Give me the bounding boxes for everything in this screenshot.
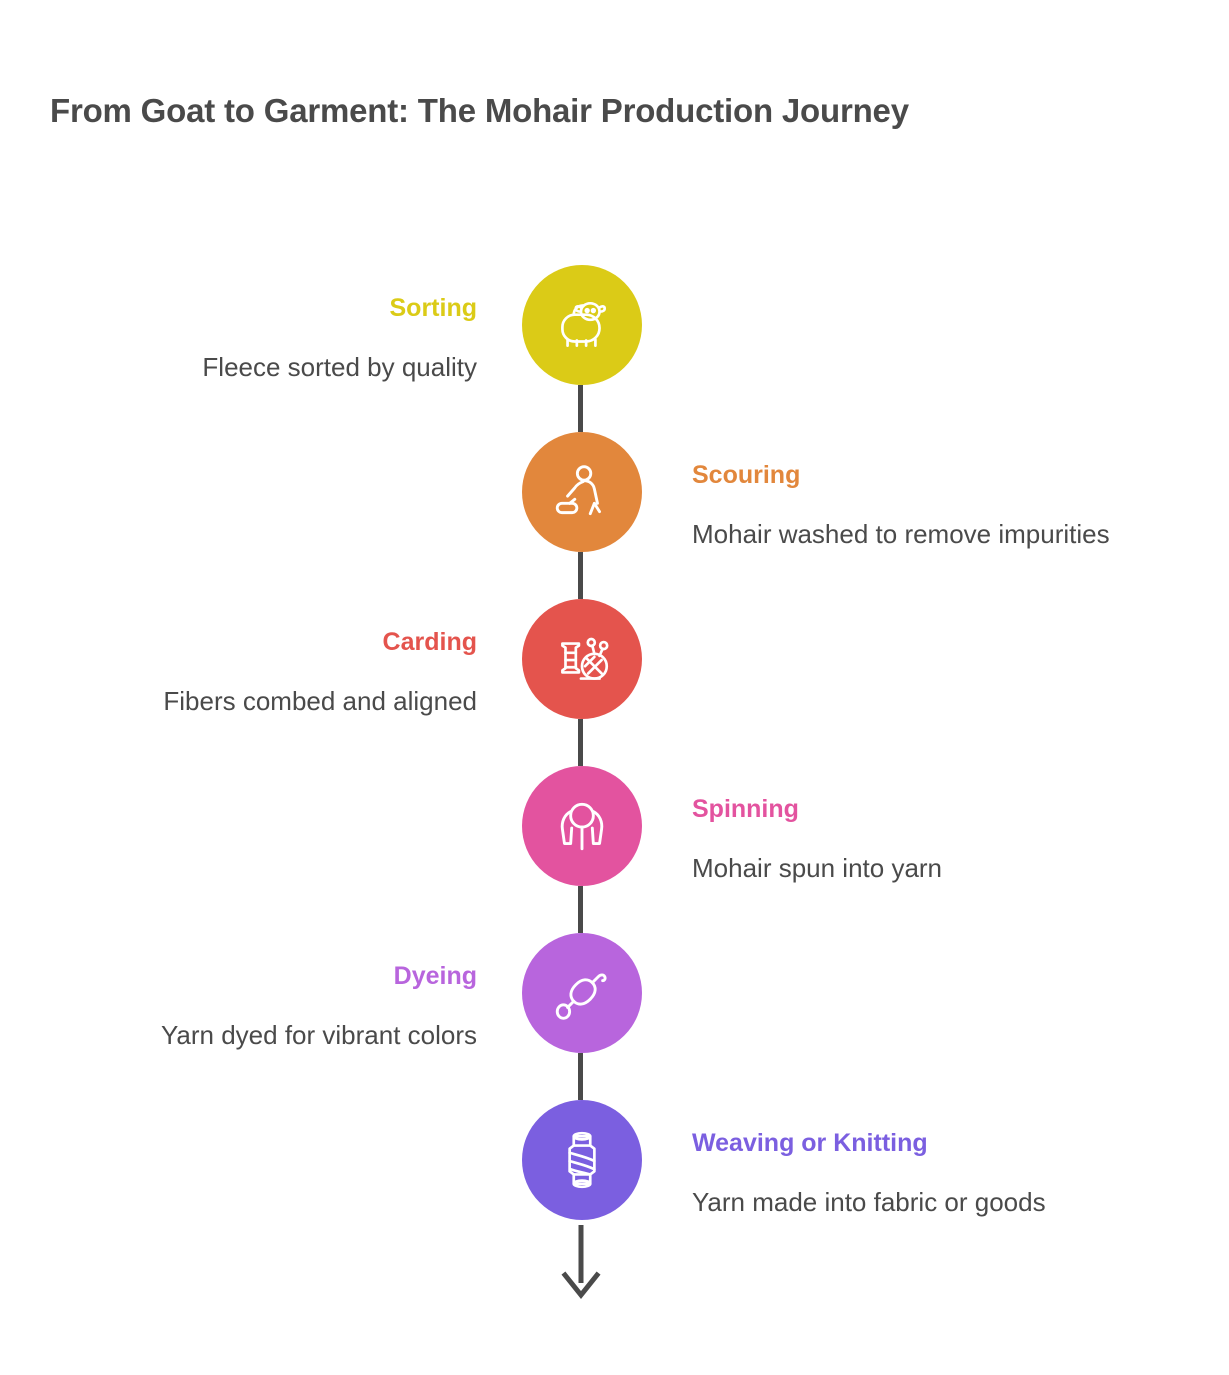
timeline-step-label: Weaving or Knitting (692, 1129, 928, 1157)
timeline-connector (578, 886, 583, 933)
spinning-wheel-icon (549, 793, 615, 859)
timeline-step-node[interactable] (522, 265, 642, 385)
timeline-step-description: Fleece sorted by quality (202, 351, 477, 382)
person-scrubbing-icon (549, 459, 615, 525)
timeline-step-node[interactable] (522, 599, 642, 719)
timeline-step-description: Mohair washed to remove impurities (692, 518, 1110, 549)
timeline-connector (578, 385, 583, 432)
timeline-step-description: Mohair spun into yarn (692, 852, 943, 883)
sheep-icon (549, 292, 615, 358)
drop-spindle-icon (549, 960, 615, 1026)
timeline-step-label: Scouring (692, 461, 801, 489)
timeline-step-node[interactable] (522, 1100, 642, 1220)
timeline-step-label: Carding (382, 628, 477, 656)
timeline-end-arrow-icon (561, 1225, 601, 1300)
timeline-connector (578, 719, 583, 766)
timeline-step-label: Sorting (389, 294, 478, 322)
timeline-step-description: Fibers combed and aligned (163, 685, 477, 716)
timeline-step-label: Spinning (692, 795, 799, 823)
bobbin-icon (549, 1127, 615, 1193)
timeline-step-node[interactable] (522, 766, 642, 886)
timeline-step-node[interactable] (522, 432, 642, 552)
spool-and-yarn-ball-icon (549, 626, 615, 692)
timeline-step-description: Yarn dyed for vibrant colors (161, 1019, 477, 1050)
timeline-connector (578, 1053, 583, 1100)
timeline-connector (578, 552, 583, 599)
timeline-step-node[interactable] (522, 933, 642, 1053)
page-title: From Goat to Garment: The Mohair Product… (50, 92, 909, 129)
timeline-step-description: Yarn made into fabric or goods (692, 1186, 1046, 1217)
timeline-step-label: Dyeing (393, 962, 477, 990)
